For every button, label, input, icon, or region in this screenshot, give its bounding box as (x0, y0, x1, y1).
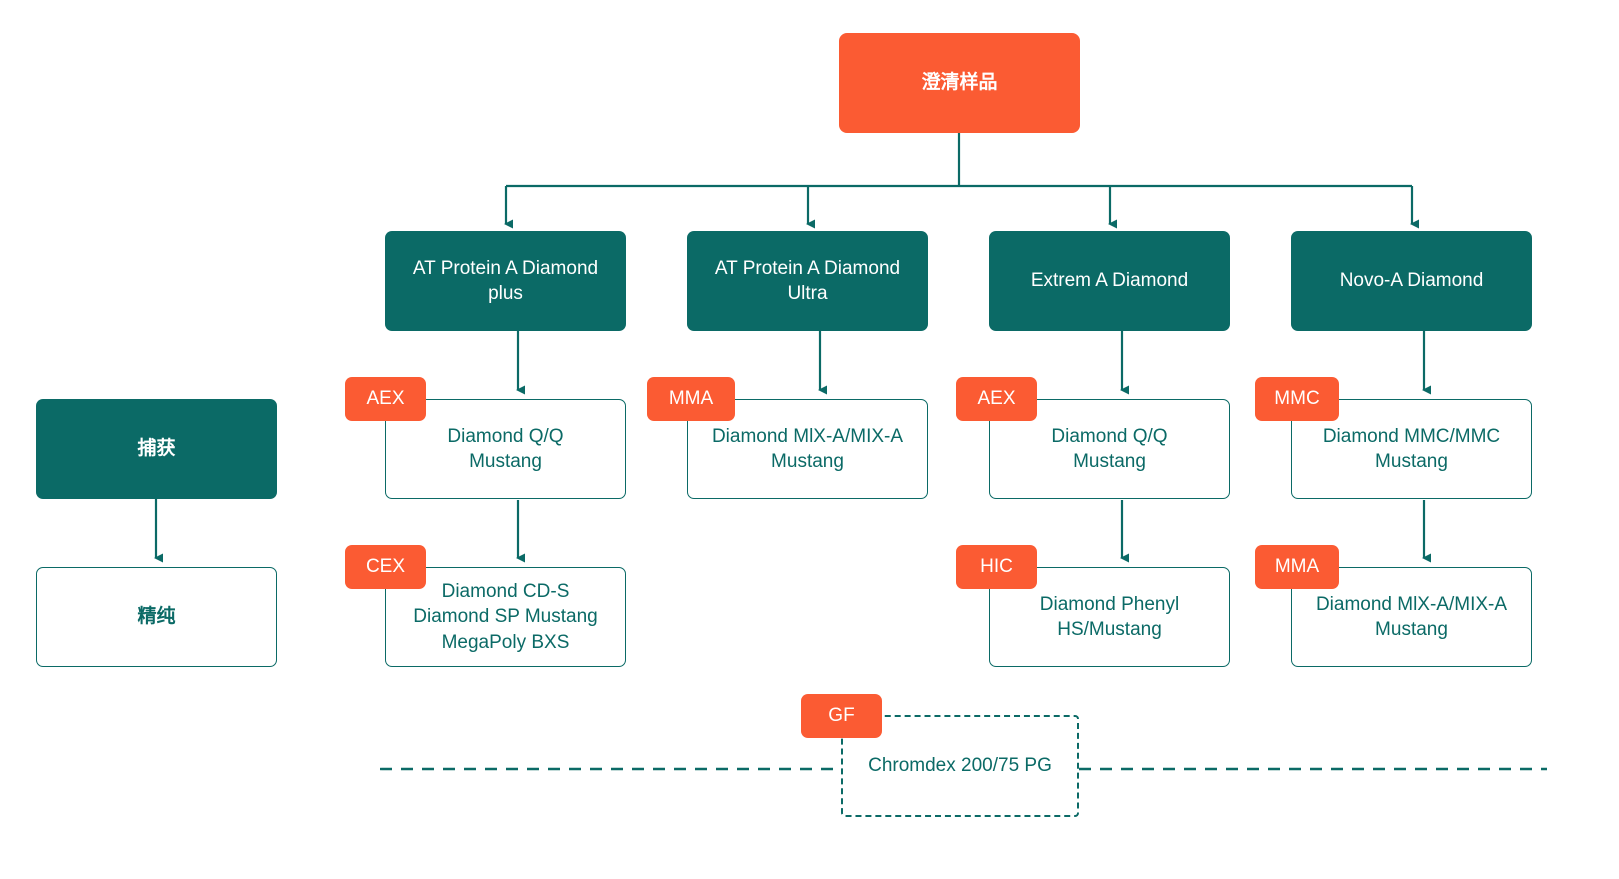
node-label: 澄清样品 (921, 72, 998, 94)
legend-capture-label: 捕获 (137, 438, 176, 460)
legend-polish-label: 精纯 (137, 606, 176, 628)
step-tag-1-2[interactable]: CEX (345, 545, 426, 589)
footer-tag-label-gf: GF (828, 705, 855, 726)
platform-box-3[interactable]: Extrem A Diamond (989, 231, 1230, 331)
step-tag-label-4-2: MMA (1274, 556, 1320, 577)
platform-box-1[interactable]: AT Protein A Diamond plus (385, 231, 626, 331)
step-tag-label-4-1: MMC (1274, 388, 1320, 409)
step-box-1-1[interactable]: Diamond Q/Q Mustang (385, 399, 626, 499)
step-tag-label-1-2: CEX (365, 556, 406, 577)
step-tag-label-2-1: MMA (668, 388, 714, 409)
platform-label-4: Novo-A Diamond (1339, 270, 1484, 292)
step-tag-label-3-2: HIC (980, 556, 1013, 577)
step-label-4-1: Diamond MMC/MMC Mustang (1322, 425, 1501, 472)
legend-polish: 精纯 (36, 567, 277, 667)
platform-label-2: AT Protein A Diamond Ultra (714, 257, 901, 304)
platform-label-3: Extrem A Diamond (1030, 270, 1189, 292)
step-tag-label-3-1: AEX (977, 388, 1016, 409)
step-label-1-1: Diamond Q/Q Mustang (447, 425, 564, 472)
step-label-3-1: Diamond Q/Q Mustang (1051, 425, 1168, 472)
footer-label-gf: Chromdex 200/75 PG (868, 755, 1052, 777)
step-box-2-1[interactable]: Diamond MlX-A/MIX-A Mustang (687, 399, 928, 499)
legend-capture: 捕获 (36, 399, 277, 499)
step-tag-4-2[interactable]: MMA (1255, 545, 1339, 589)
step-tag-3-1[interactable]: AEX (956, 377, 1037, 421)
platform-label-1: AT Protein A Diamond plus (412, 257, 599, 304)
step-tag-1-1[interactable]: AEX (345, 377, 426, 421)
node-clarified-sample[interactable]: 澄清样品 (839, 33, 1080, 133)
step-tag-label-1-1: AEX (366, 388, 405, 409)
step-label-3-2: Diamond Phenyl HS/Mustang (1039, 593, 1180, 640)
step-tag-2-1[interactable]: MMA (647, 377, 735, 421)
platform-box-2[interactable]: AT Protein A Diamond Ultra (687, 231, 928, 331)
step-tag-3-2[interactable]: HIC (956, 545, 1037, 589)
step-label-4-2: Diamond MlX-A/MIX-A Mustang (1315, 593, 1508, 640)
step-label-1-2: Diamond CD-S Diamond SP Mustang MegaPoly… (413, 581, 598, 653)
step-tag-4-1[interactable]: MMC (1255, 377, 1339, 421)
footer-tag-gf[interactable]: GF (801, 694, 882, 738)
platform-box-4[interactable]: Novo-A Diamond (1291, 231, 1532, 331)
step-label-2-1: Diamond MlX-A/MIX-A Mustang (711, 425, 904, 472)
